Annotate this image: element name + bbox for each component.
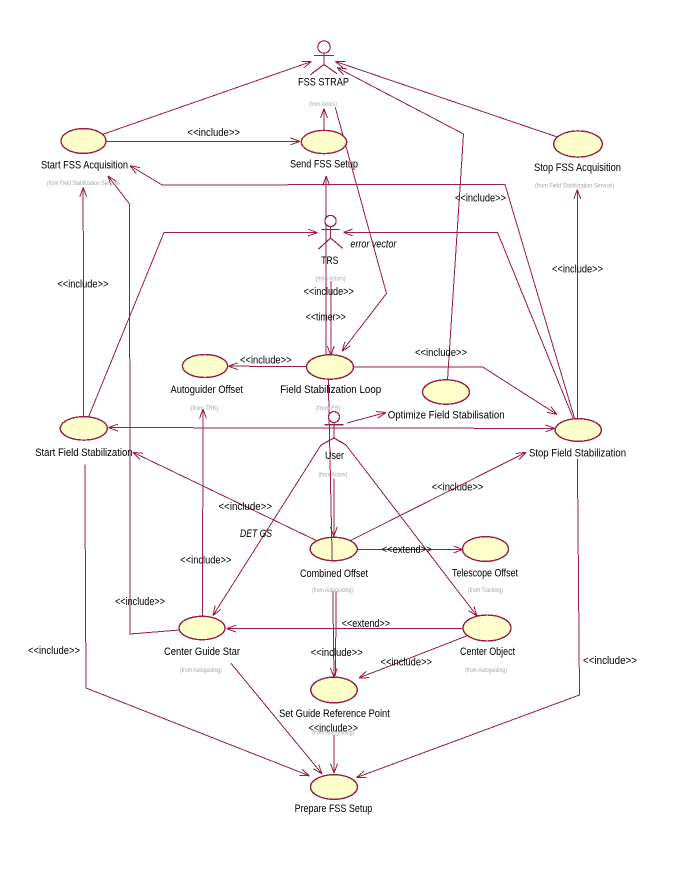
svg-text:Center Object: Center Object (460, 646, 515, 658)
svg-text:<<include>>: <<include>> (188, 127, 241, 139)
svg-text:<<include>>: <<include>> (115, 596, 165, 608)
svg-text:(from Autoguiding): (from Autoguiding) (465, 667, 507, 674)
svg-text:<<include>>: <<include>> (381, 656, 433, 668)
svg-text:Center Guide Star: Center Guide Star (164, 646, 240, 658)
svg-text:<<include>>: <<include>> (415, 347, 467, 359)
svg-text:<<include>>: <<include>> (311, 647, 363, 659)
svg-text:<<include>>: <<include>> (432, 481, 484, 493)
svg-text:<<include>>: <<include>> (219, 501, 273, 513)
svg-text:Combined Offset: Combined Offset (300, 568, 368, 580)
svg-text:FSS STRAP: FSS STRAP (298, 77, 349, 89)
svg-text:<<include>>: <<include>> (309, 723, 358, 735)
svg-text:<<include>>: <<include>> (57, 279, 108, 291)
svg-text:(from Actors): (from Actors) (316, 275, 346, 282)
svg-text:(from Tracking): (from Tracking) (468, 587, 503, 594)
svg-text:(from Autoguiding): (from Autoguiding) (180, 667, 222, 674)
svg-text:error vector: error vector (350, 238, 396, 250)
svg-text:<<include>>: <<include>> (304, 286, 354, 298)
svg-text:<<timer>>: <<timer>> (306, 311, 346, 323)
svg-text:Start Field Stabilization: Start Field Stabilization (35, 447, 132, 459)
svg-text:Optimize Field Stabilisation: Optimize Field Stabilisation (388, 410, 505, 422)
svg-text:Telescope Offset: Telescope Offset (452, 567, 518, 579)
svg-text:Start FSS Acquisition: Start FSS Acquisition (41, 159, 128, 171)
svg-text:<<extend>>: <<extend>> (382, 544, 432, 556)
svg-text:<<include>>: <<include>> (180, 555, 231, 567)
svg-text:<<include>>: <<include>> (28, 645, 80, 657)
svg-text:(from Autoguiding): (from Autoguiding) (312, 730, 354, 737)
svg-text:(from FS): (from FS) (316, 405, 340, 412)
svg-text:(from Field Stabilization Serv: (from Field Stabilization Service) (47, 180, 120, 187)
svg-text:Send FSS Setup: Send FSS Setup (290, 159, 358, 171)
svg-text:<<include>>: <<include>> (240, 354, 292, 366)
svg-text:(from TRK): (from TRK) (191, 405, 219, 412)
svg-text:<<include>>: <<include>> (583, 655, 637, 667)
svg-text:TRS: TRS (321, 255, 338, 267)
svg-text:(from Actors): (from Actors) (309, 101, 337, 108)
svg-text:<<include>>: <<include>> (455, 192, 506, 204)
svg-text:Field Stabilization Loop: Field Stabilization Loop (280, 384, 381, 396)
svg-text:Stop Field Stabilization: Stop Field Stabilization (529, 448, 626, 460)
svg-text:Set Guide Reference Point: Set Guide Reference Point (279, 708, 390, 720)
svg-text:DET GS: DET GS (240, 528, 272, 540)
svg-text:Stop FSS Acquisition: Stop FSS Acquisition (534, 162, 621, 174)
svg-text:(from Field Stabilization Serv: (from Field Stabilization Service) (535, 183, 614, 190)
svg-text:User: User (325, 450, 344, 462)
svg-text:(from Actors): (from Actors) (319, 471, 348, 478)
svg-text:<<include>>: <<include>> (552, 264, 603, 276)
svg-text:Autoguider Offset: Autoguider Offset (171, 384, 244, 396)
svg-text:Prepare FSS Setup: Prepare FSS Setup (295, 803, 373, 815)
svg-text:(from Autoguiding): (from Autoguiding) (312, 587, 353, 594)
svg-text:<<extend>>: <<extend>> (342, 618, 390, 630)
